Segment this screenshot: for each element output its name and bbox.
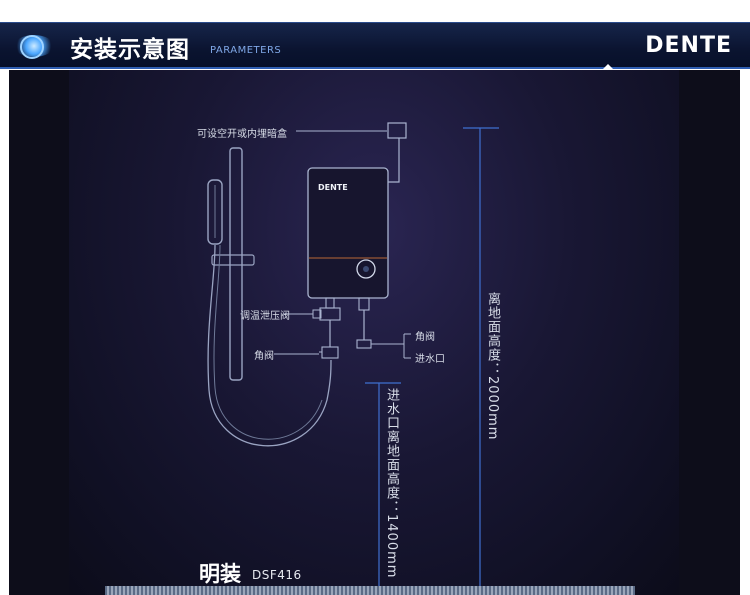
label-device-height: 离地面高度：2000mm — [485, 292, 500, 441]
floor-strip — [105, 586, 635, 595]
heater-body — [307, 167, 389, 299]
label-angle-valve-right: 角阀 — [415, 332, 435, 343]
angle-valve-left-body — [321, 346, 339, 359]
inlet-pipe-top — [358, 297, 370, 311]
label-inlet-height: 进水口离地面高度：1400mm — [384, 388, 399, 579]
ring-icon — [20, 35, 44, 59]
shower-rail — [229, 147, 243, 381]
page-title: 安装示意图 — [70, 37, 190, 63]
label-water-inlet: 进水口 — [415, 354, 445, 365]
power-cable — [388, 138, 400, 183]
shower-hose-inner — [213, 244, 323, 440]
pressure-valve-body — [319, 307, 341, 321]
heater-brand: DENTE — [318, 183, 348, 192]
installation-diagram — [207, 122, 499, 595]
heater-dial — [356, 259, 376, 279]
diagram-background — [69, 70, 679, 595]
angle-valve-right-body — [356, 339, 372, 349]
diagram-panel: 可设空开或内埋暗盒 DENTE 调温泄压阀 角阀 角阀 进水口 离地面高度：20… — [9, 70, 740, 595]
mount-type: 明装 — [199, 562, 241, 586]
shower-head — [207, 179, 223, 245]
shower-holder — [211, 254, 255, 266]
outlet-pipe-top — [325, 297, 335, 309]
model-number: DSF416 — [252, 568, 302, 582]
label-breaker-box: 可设空开或内埋暗盒 — [197, 129, 287, 140]
brand-logo: DENTE — [645, 33, 732, 58]
shower-hose — [207, 244, 332, 447]
page-subtitle: PARAMETERS — [210, 45, 282, 56]
header-area: 安装示意图 PARAMETERS DENTE — [0, 0, 750, 72]
label-angle-valve-left: 角阀 — [254, 351, 274, 362]
breaker-box — [387, 122, 407, 139]
title-banner: 安装示意图 PARAMETERS DENTE — [0, 22, 750, 69]
label-pressure-valve: 调温泄压阀 — [240, 311, 290, 322]
banner-notch — [600, 64, 616, 72]
heater-dial-center — [363, 266, 369, 272]
